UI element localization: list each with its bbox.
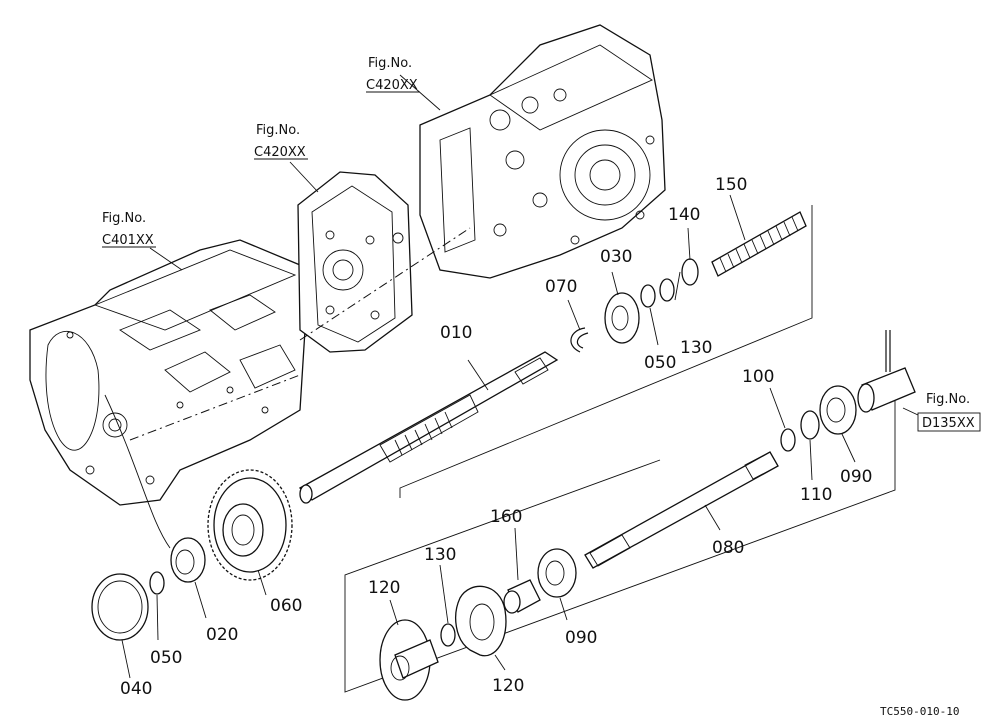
label-120-right: 120 xyxy=(492,676,524,696)
fig-ref-title: Fig.No. xyxy=(926,392,970,407)
fig-ref-c420-mid: Fig.No. C420XX xyxy=(254,123,308,160)
middle-gear-case xyxy=(297,171,413,353)
group-outline-upper xyxy=(399,205,813,498)
centerline-middle xyxy=(299,227,471,341)
label-080: 080 xyxy=(712,538,744,558)
label-150: 150 xyxy=(715,175,747,195)
label-060: 060 xyxy=(270,596,302,616)
flange-120-right xyxy=(455,585,507,657)
group-outline-lower xyxy=(344,378,896,693)
washer-140 xyxy=(681,258,699,286)
fig-ref-number: C401XX xyxy=(102,233,154,248)
shaft-010 xyxy=(298,351,559,504)
drawing-code: TC550-010-10 xyxy=(880,705,959,718)
fig-ref-title: Fig.No. xyxy=(102,211,146,226)
circlip-130-lower xyxy=(440,623,456,647)
rear-transmission-housing xyxy=(419,24,666,279)
fig-ref-title: Fig.No. xyxy=(368,56,412,71)
fig-ref-number: C420XX xyxy=(254,145,306,160)
label-100: 100 xyxy=(742,367,774,387)
circlip-100 xyxy=(780,428,796,452)
label-070: 070 xyxy=(545,277,577,297)
fig-ref-c420-top: Fig.No. C420XX xyxy=(366,56,420,93)
circlip-050-upper xyxy=(640,284,656,308)
label-020: 020 xyxy=(206,625,238,645)
fig-ref-title: Fig.No. xyxy=(256,123,300,138)
circlip-050-front xyxy=(149,571,165,595)
gear-060 xyxy=(207,469,293,581)
circlip-130-upper xyxy=(659,278,675,302)
fig-ref-number: D135XX xyxy=(922,416,975,431)
fig-ref-number: C420XX xyxy=(366,78,418,93)
bearing-090-right xyxy=(819,385,857,435)
label-040: 040 xyxy=(120,679,152,699)
collar-160 xyxy=(503,579,541,614)
fig-ref-c401: Fig.No. C401XX xyxy=(102,211,156,248)
label-090-right: 090 xyxy=(840,467,872,487)
label-050-upper: 050 xyxy=(644,353,676,373)
bearing-090-lower xyxy=(537,548,577,598)
bearing-030 xyxy=(604,292,640,344)
label-130-upper: 130 xyxy=(680,338,712,358)
coupling-sleeve xyxy=(857,330,916,413)
coupling-120-left xyxy=(379,619,439,701)
label-120-left: 120 xyxy=(368,578,400,598)
label-140: 140 xyxy=(668,205,700,225)
label-160: 160 xyxy=(490,507,522,527)
cap-040 xyxy=(91,573,149,641)
label-010: 010 xyxy=(440,323,472,343)
label-050-front: 050 xyxy=(150,648,182,668)
label-030: 030 xyxy=(600,247,632,267)
leader-lines xyxy=(121,74,919,679)
label-090-lower: 090 xyxy=(565,628,597,648)
bearing-020 xyxy=(170,537,206,583)
label-110: 110 xyxy=(800,485,832,505)
spring-150 xyxy=(711,211,807,277)
label-130-lower: 130 xyxy=(424,545,456,565)
front-transmission-housing xyxy=(29,239,306,549)
snap-ring-070 xyxy=(570,327,589,353)
shaft-080 xyxy=(584,451,779,569)
fig-ref-d135: Fig.No. D135XX xyxy=(917,392,981,432)
ring-110 xyxy=(800,410,820,440)
